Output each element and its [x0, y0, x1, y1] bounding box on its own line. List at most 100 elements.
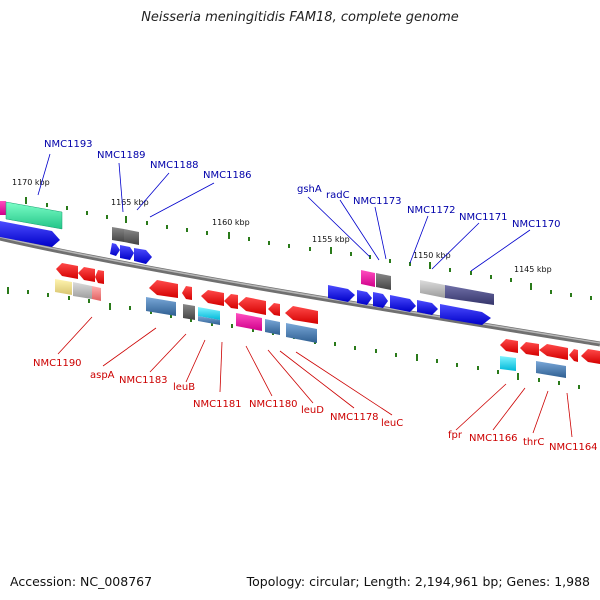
- gene-label-reverse: NMC1164: [549, 442, 598, 453]
- minor-tick: [27, 290, 29, 294]
- gene-label-forward: NMC1188: [150, 160, 199, 171]
- gene-feature-light: [73, 282, 92, 299]
- accession-text: Accession: NC_008767: [10, 574, 153, 589]
- gene-label-forward: radC: [326, 190, 350, 201]
- gene-feature-purple: [445, 285, 494, 305]
- gene-feature-red: [78, 267, 95, 282]
- gene-label-reverse: fpr: [448, 430, 463, 441]
- minor-tick: [288, 244, 290, 248]
- minor-tick: [354, 346, 356, 350]
- minor-tick: [558, 381, 560, 385]
- minor-tick: [490, 275, 492, 279]
- minor-tick: [590, 296, 592, 300]
- gene-label-forward: NMC1171: [459, 212, 508, 223]
- minor-tick: [538, 378, 540, 382]
- gene-feature-yellow: [55, 279, 72, 295]
- gene-feature-gray: [112, 227, 124, 242]
- forward-strand-features: [0, 201, 494, 325]
- gene-label-reverse: NMC1183: [119, 375, 168, 386]
- gene-feature-magenta: [361, 270, 375, 287]
- gene-feature-red: [224, 294, 238, 309]
- minor-tick: [68, 296, 70, 300]
- reverse-strand-features: [55, 263, 600, 378]
- minor-tick: [409, 262, 411, 266]
- gene-feature-blue: [134, 248, 152, 264]
- minor-tick: [106, 215, 108, 219]
- map-title: Neisseria meningitidis FAM18, complete g…: [141, 10, 459, 25]
- gene-feature-magenta: [236, 313, 262, 331]
- scale-label: 1170 kbp: [12, 178, 50, 187]
- minor-tick: [268, 241, 270, 245]
- minor-tick: [186, 228, 188, 232]
- genome-backbone-highlight: [0, 236, 600, 344]
- minor-tick: [46, 203, 48, 207]
- minor-tick: [190, 318, 192, 322]
- forward-gene-labels: NMC1193 NMC1189 NMC1188 NMC1186 gshA rad…: [44, 139, 561, 230]
- minor-tick: [88, 299, 90, 303]
- gene-label-reverse: NMC1178: [330, 412, 379, 423]
- gene-feature-magenta: [0, 201, 6, 215]
- major-tick: [530, 283, 532, 290]
- major-tick: [7, 287, 9, 294]
- outer-tick-track: [25, 197, 592, 300]
- gene-label-forward: gshA: [297, 184, 322, 195]
- gene-label-forward: NMC1170: [512, 219, 561, 230]
- gene-feature-red: [238, 297, 266, 315]
- minor-tick: [231, 324, 233, 328]
- major-tick: [125, 216, 127, 223]
- gene-feature-red: [182, 286, 192, 300]
- minor-tick: [86, 211, 88, 215]
- gene-feature-red: [500, 339, 518, 353]
- gene-feature-steel: [265, 319, 280, 335]
- gene-label-forward: NMC1173: [353, 196, 402, 207]
- gene-feature-steel: [146, 297, 176, 316]
- gene-feature-steel: [536, 361, 566, 378]
- gene-feature-steel: [198, 316, 220, 325]
- minor-tick: [510, 278, 512, 282]
- gene-feature-blue: [328, 285, 355, 302]
- minor-tick: [150, 310, 152, 314]
- gene-label-forward: NMC1172: [407, 205, 456, 216]
- major-tick: [517, 373, 519, 380]
- gene-feature-red: [95, 270, 104, 284]
- gene-feature-red: [520, 342, 539, 356]
- minor-tick: [550, 290, 552, 294]
- scale-label: 1165 kbp: [111, 198, 149, 207]
- minor-tick: [389, 259, 391, 263]
- minor-tick: [334, 342, 336, 346]
- gene-label-reverse: aspA: [90, 370, 115, 381]
- gene-label-reverse: leuC: [381, 418, 403, 429]
- minor-tick: [47, 293, 49, 297]
- gene-feature-red: [569, 349, 578, 362]
- genome-summary-text: Topology: circular; Length: 2,194,961 bp…: [246, 574, 590, 589]
- gene-feature-gray: [124, 229, 139, 245]
- minor-tick: [309, 247, 311, 251]
- genome-backbone: [0, 235, 600, 347]
- minor-tick: [436, 359, 438, 363]
- gene-feature-blue: [120, 245, 134, 260]
- gene-feature-steel: [286, 323, 317, 343]
- minor-tick: [248, 237, 250, 241]
- gene-label-reverse: leuD: [301, 405, 324, 416]
- gene-feature-blue: [390, 295, 416, 312]
- gene-feature-blue: [0, 221, 60, 247]
- minor-tick: [375, 349, 377, 353]
- gene-label-forward: NMC1193: [44, 139, 93, 150]
- scale-label: 1150 kbp: [413, 251, 451, 260]
- forward-label-leaders: [37, 153, 531, 272]
- scale-labels: 1170 kbp 1165 kbp 1160 kbp 1155 kbp 1150…: [12, 178, 552, 274]
- minor-tick: [570, 293, 572, 297]
- minor-tick: [252, 328, 254, 332]
- gene-feature-gray: [376, 273, 391, 290]
- gene-label-reverse: NMC1190: [33, 358, 82, 369]
- gene-feature-red: [285, 306, 318, 324]
- gene-feature-red: [539, 344, 568, 360]
- minor-tick: [470, 271, 472, 275]
- gene-label-reverse: NMC1181: [193, 399, 242, 410]
- minor-tick: [395, 353, 397, 357]
- minor-tick: [449, 268, 451, 272]
- gene-feature-cyan: [198, 307, 220, 320]
- gene-feature-blue: [373, 292, 388, 308]
- minor-tick: [166, 225, 168, 229]
